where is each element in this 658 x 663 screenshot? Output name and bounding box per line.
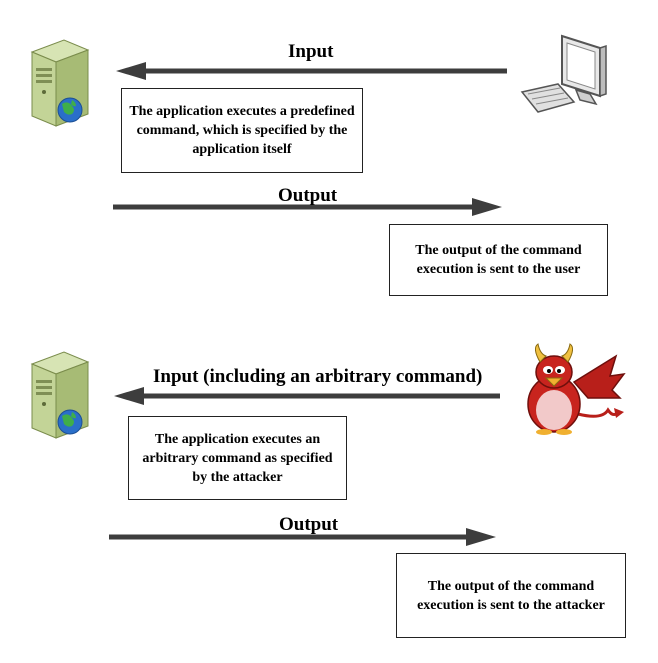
process-description-box: The application executes a predefined co… [121, 88, 363, 173]
result-description-box: The output of the command execution is s… [389, 224, 608, 296]
web-server-icon [30, 351, 90, 439]
devil-attacker-icon [527, 343, 626, 435]
output-label: Output [278, 185, 338, 206]
output-label: Output [279, 514, 339, 535]
input-label: Input [288, 41, 334, 62]
input-label: Input (including an arbitrary command) [153, 366, 483, 387]
desktop-computer-icon [520, 34, 607, 113]
web-server-icon [30, 39, 90, 127]
result-description-box: The output of the command execution is s… [396, 553, 626, 638]
process-description-box: The application executes an arbitrary co… [128, 416, 347, 500]
